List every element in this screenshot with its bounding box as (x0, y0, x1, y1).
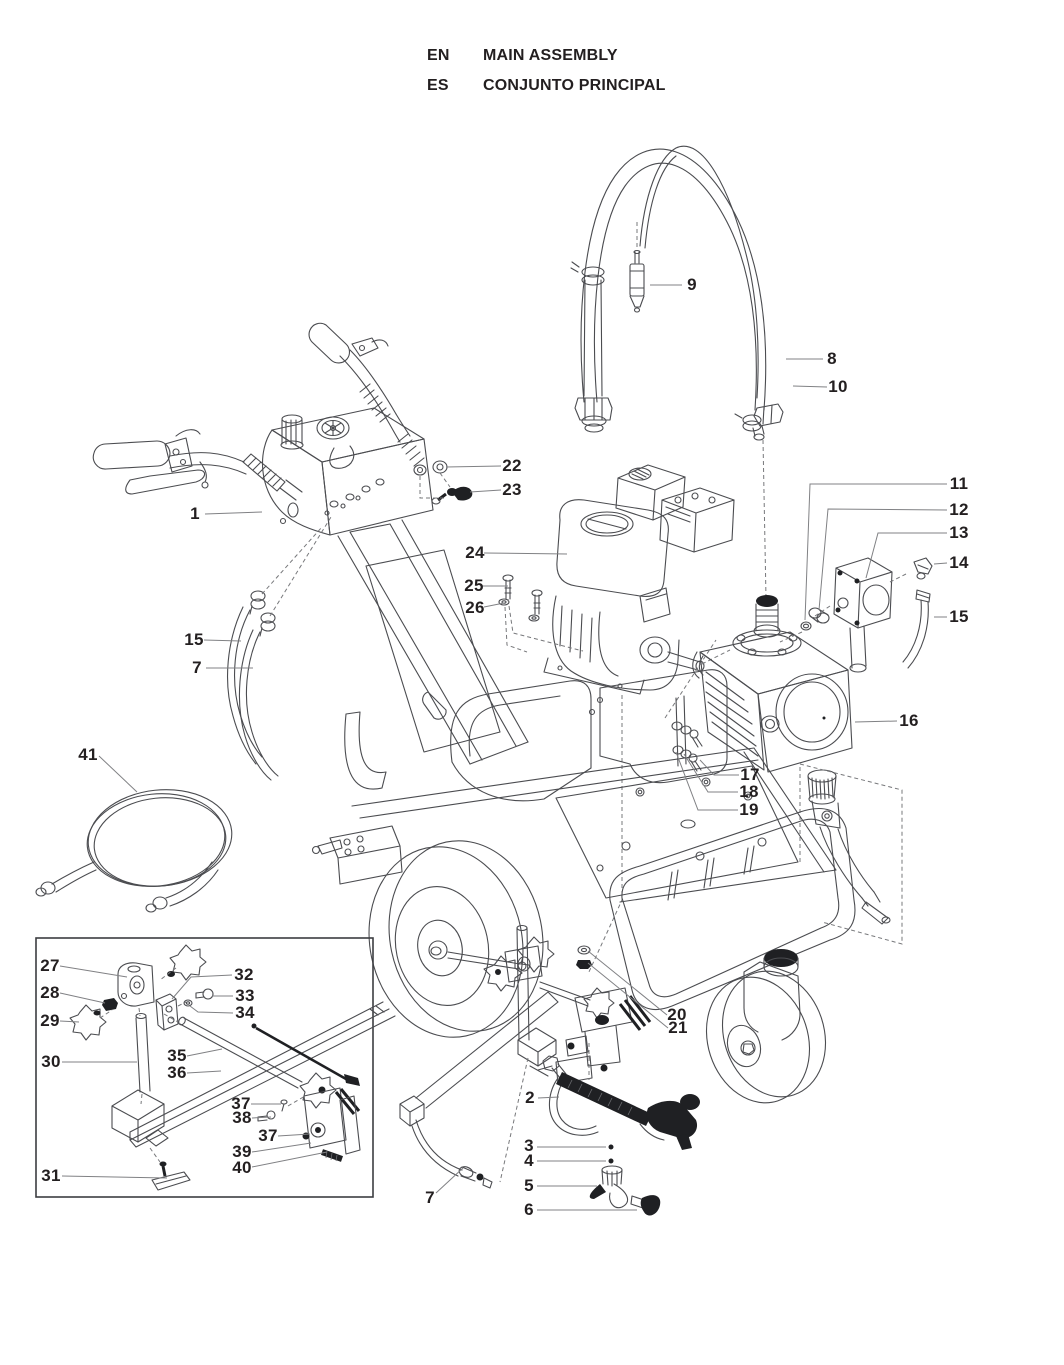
header-row-en: EN MAIN ASSEMBLY (427, 47, 618, 65)
handlebar-assembly (92, 322, 425, 501)
leader-line-32 (171, 974, 233, 1000)
leader-line-17 (699, 759, 739, 776)
page-title-en: MAIN ASSEMBLY (483, 47, 618, 64)
leader-line-11 (804, 483, 947, 621)
leader-line-16 (854, 720, 898, 723)
leader-line-34 (189, 1005, 234, 1014)
leader-line-35 (186, 1048, 223, 1057)
pump (587, 595, 853, 975)
engine (543, 464, 735, 695)
coiled-hose (35, 789, 233, 913)
spray-gun (542, 1055, 700, 1216)
leader-line-31 (61, 1175, 168, 1179)
leader-line-24 (483, 552, 568, 555)
engine-mount-bolts (498, 574, 584, 653)
leader-line-38 (251, 1116, 272, 1119)
front-wheel (368, 840, 544, 1038)
leader-line-12 (818, 508, 948, 611)
header-row-es: ES CONJUNTO PRINCIPAL (427, 77, 666, 95)
leader-line-23 (469, 489, 502, 493)
leader-line-15 (203, 639, 242, 642)
leader-line-14 (933, 562, 948, 565)
leader-line-36 (186, 1070, 222, 1074)
control-box (262, 407, 434, 536)
hose-arches (570, 145, 784, 441)
leader-line-40 (251, 1151, 328, 1168)
leader-line-1 (204, 511, 263, 515)
gun-post-and-clamp (483, 924, 652, 1085)
leader-line-26 (483, 602, 505, 608)
leader-line-2 (537, 1096, 560, 1099)
inline-filter-part9 (629, 222, 767, 599)
leader-line-10 (792, 385, 828, 388)
leader-line-37 (277, 1133, 311, 1137)
leader-line-13 (865, 532, 947, 579)
leader-line-28 (59, 992, 106, 1004)
suction-tube (799, 763, 903, 945)
filter-block-and-fittings (779, 557, 933, 673)
page-title-es: CONJUNTO PRINCIPAL (483, 77, 666, 94)
leader-line-27 (59, 965, 128, 978)
gun-hose (411, 1119, 493, 1189)
caster-wheel (705, 961, 827, 1104)
leader-line-39 (251, 1142, 312, 1153)
leader-line-7 (435, 1167, 464, 1194)
grommets-and-key (413, 460, 473, 505)
pail-holder (450, 669, 728, 802)
language-code: EN (427, 47, 450, 64)
leader-line-22 (445, 465, 502, 468)
leader-line-20 (587, 950, 668, 1016)
frame-column (337, 519, 529, 790)
leader-line-41 (98, 755, 138, 793)
handle-hoses (226, 516, 332, 781)
leader-line-18 (683, 753, 738, 793)
language-code: ES (427, 77, 449, 94)
leader-line-19 (675, 751, 738, 811)
leader-line-21 (587, 962, 669, 1029)
leader-line-29 (59, 1020, 80, 1023)
